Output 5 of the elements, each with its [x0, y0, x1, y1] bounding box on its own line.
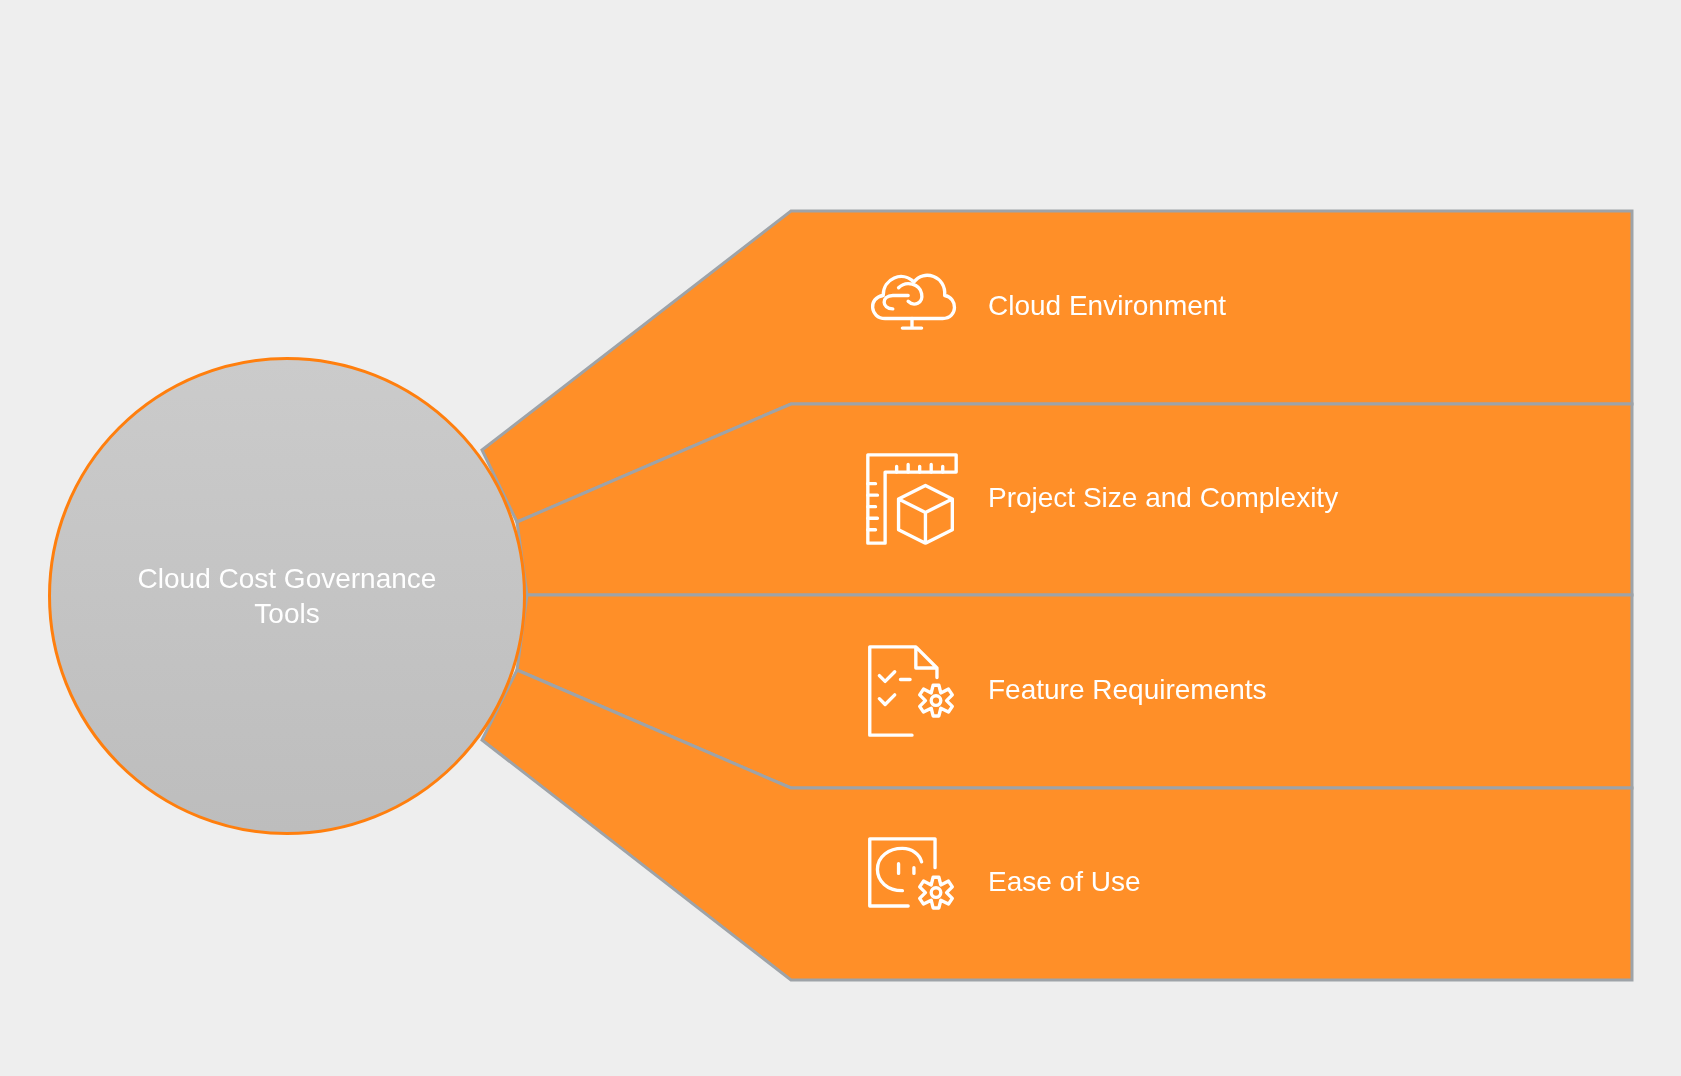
category-label: Feature Requirements	[988, 674, 1267, 706]
category-label: Ease of Use	[988, 866, 1141, 898]
category-label: Project Size and Complexity	[988, 482, 1339, 514]
center-title: Cloud Cost Governance Tools	[136, 562, 438, 631]
category-label: Cloud Environment	[988, 290, 1227, 322]
